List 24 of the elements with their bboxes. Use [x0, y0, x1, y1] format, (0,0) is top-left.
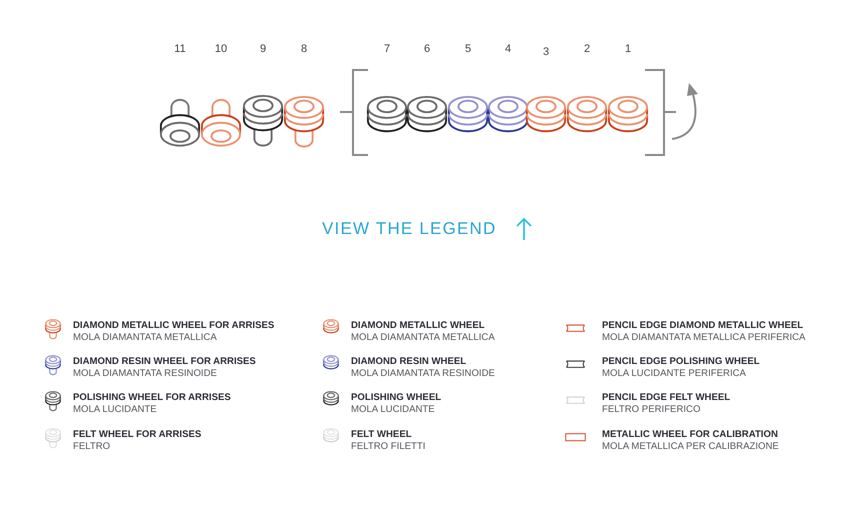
callout-number: 3: [542, 46, 550, 59]
legend-label: PENCIL EDGE POLISHING WHEEL MOLA LUCIDANTE PERIFERICA: [602, 356, 760, 380]
legend-link: VIEW THE LEGEND: [322, 219, 496, 239]
callout-number: 11: [174, 43, 186, 56]
legend-label: PENCIL EDGE FELT WHEEL FELTRO PERIFERICO: [602, 392, 730, 416]
legend-label: FELT WHEEL FOR ARRISES FELTRO: [73, 429, 202, 453]
legend-label: DIAMOND METALLIC WHEEL MOLA DIAMANTATA METALLICA: [351, 320, 495, 344]
callout-number: 5: [464, 43, 472, 56]
callout-number: 2: [584, 43, 590, 56]
legend-label: DIAMOND RESIN WHEEL FOR ARRISES MOLA DIAMANTATA RESINOIDE: [73, 356, 256, 380]
legend-label: PENCIL EDGE DIAMOND METALLIC WHEEL MOLA DIAMANTATA METALLICA PERIFERICA: [602, 320, 806, 344]
legend-label: DIAMOND RESIN WHEEL MOLA DIAMANTATA RESINOIDE: [351, 356, 495, 380]
callout-number: 4: [504, 43, 512, 56]
callout-number: 1: [624, 43, 632, 56]
callout-number: 10: [214, 43, 228, 56]
callout-number: 7: [384, 43, 390, 56]
legend-label: FELT WHEEL FELTRO FILETTI: [351, 429, 426, 453]
legend-label: DIAMOND METALLIC WHEEL FOR ARRISES MOLA DIAMANTATA METALLICA: [73, 320, 274, 344]
legend-label: POLISHING WHEEL FOR ARRISES MOLA LUCIDANTE: [73, 392, 231, 416]
callout-number: 9: [260, 43, 266, 56]
callout-number: 8: [300, 43, 308, 56]
legend-label: POLISHING WHEEL MOLA LUCIDANTE: [351, 392, 442, 416]
legend-label: METALLIC WHEEL FOR CALIBRATION MOLA METALLICA PER CALIBRAZIONE: [602, 429, 779, 453]
callout-number: 6: [424, 43, 430, 56]
